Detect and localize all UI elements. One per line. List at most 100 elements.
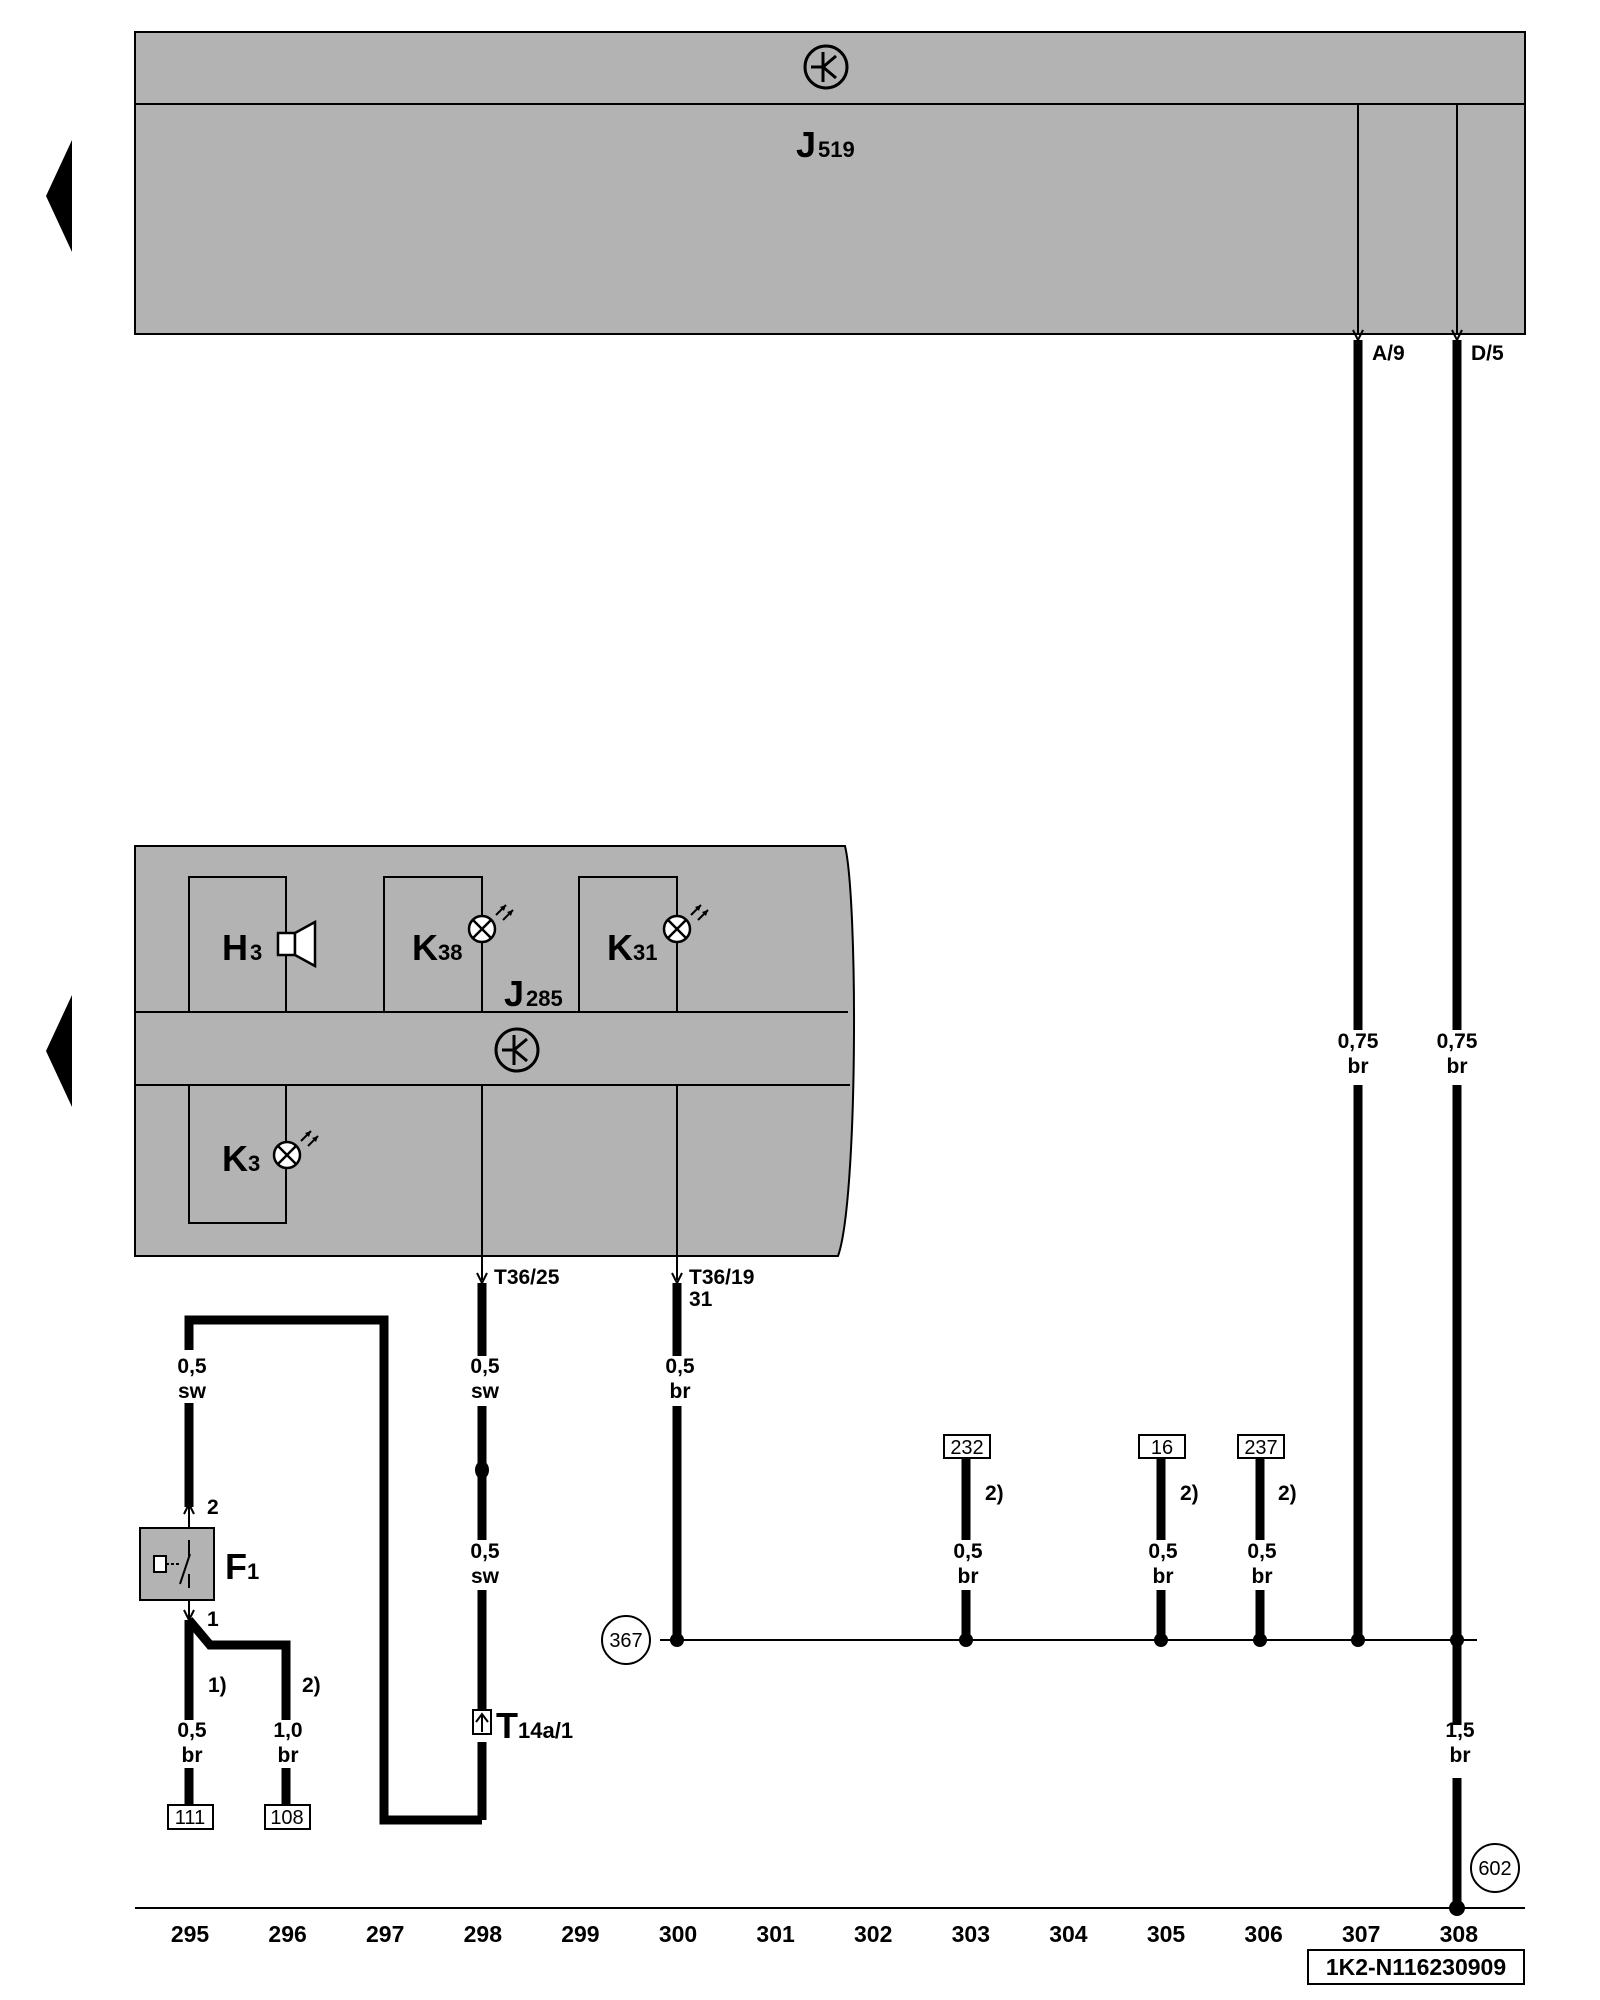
wire-t3625-up-color: sw xyxy=(471,1380,500,1403)
wire-16-size: 0,5 xyxy=(1148,1540,1178,1563)
wire-ground-color: br xyxy=(1450,1744,1471,1767)
wire-232-color: br xyxy=(958,1565,979,1588)
bcm-module-j519: J 519 xyxy=(134,31,1526,335)
wire-a9-size: 0,75 xyxy=(1338,1030,1379,1053)
svg-text:1K2-N116230909: 1K2-N116230909 xyxy=(1326,1954,1506,1980)
wire-t3625-down-color: sw xyxy=(471,1565,500,1588)
current-track-298: 298 xyxy=(464,1921,503,1947)
switch-contact-icon xyxy=(153,1540,191,1588)
k3-label-sub: 3 xyxy=(248,1151,260,1176)
k31-label-sub: 31 xyxy=(633,940,657,965)
current-track-307: 307 xyxy=(1342,1921,1380,1947)
wire-t3625-down-size: 0,5 xyxy=(470,1540,500,1563)
wire-108-color: br xyxy=(278,1744,299,1767)
current-track-300: 300 xyxy=(659,1921,697,1947)
reference-111[interactable]: 111 xyxy=(167,1804,214,1830)
current-track-303: 303 xyxy=(952,1921,990,1947)
current-track-301: 301 xyxy=(756,1921,795,1947)
wire-t3625-up-size: 0,5 xyxy=(470,1355,500,1378)
previous-page-arrow-bottom[interactable] xyxy=(46,995,72,1107)
wire-237-color: br xyxy=(1252,1565,1273,1588)
wire-111-color: br xyxy=(182,1744,203,1767)
current-track-299: 299 xyxy=(561,1921,599,1947)
k31-box xyxy=(578,876,678,1013)
cluster-electronic-control-icon xyxy=(494,1027,540,1073)
connector-t14a-pin1: T 14a/1 xyxy=(472,1705,573,1746)
current-track-305: 305 xyxy=(1147,1921,1186,1947)
wire-f1-color: sw xyxy=(178,1380,207,1403)
note-108: 2) xyxy=(302,1674,321,1697)
note-237: 2) xyxy=(1278,1482,1297,1505)
ground-point-602[interactable]: 602 xyxy=(1470,1843,1520,1893)
svg-text:367: 367 xyxy=(609,1630,642,1652)
previous-page-arrow-top[interactable] xyxy=(46,140,72,252)
current-track-304: 304 xyxy=(1049,1921,1088,1947)
reference-16[interactable]: 16 xyxy=(1138,1434,1186,1459)
reference-237[interactable]: 237 xyxy=(1237,1434,1285,1459)
buzzer-speaker-icon xyxy=(276,919,317,969)
wire-t3619-size: 0,5 xyxy=(665,1355,695,1378)
k3-warning-lamp-icon xyxy=(272,1130,319,1170)
note-232: 2) xyxy=(985,1482,1004,1505)
bcm-label-letter: J xyxy=(796,124,816,165)
note-111: 1) xyxy=(208,1674,227,1697)
cluster-pin-t36-19: T36/19 xyxy=(689,1266,754,1289)
wire-237-size: 0,5 xyxy=(1247,1540,1277,1563)
wire-d5-color: br xyxy=(1447,1055,1468,1078)
svg-text:602: 602 xyxy=(1478,1858,1511,1880)
k38-label-sub: 38 xyxy=(438,940,462,965)
buzzer-label-sub: 3 xyxy=(250,940,262,965)
cluster-label-sub: 285 xyxy=(526,986,563,1011)
bcm-label-sub: 519 xyxy=(818,137,855,162)
wire-d5-size: 0,75 xyxy=(1437,1030,1478,1053)
bcm-pin-d5: D/5 xyxy=(1471,342,1504,365)
f1-pin-top: 2 xyxy=(207,1496,219,1519)
buzzer-label-letter: H xyxy=(222,927,248,968)
instrument-cluster-j285: H 3 K 38 K 31 J xyxy=(134,845,855,1257)
reference-108[interactable]: 108 xyxy=(264,1804,311,1830)
svg-text:232: 232 xyxy=(950,1437,983,1459)
wire-t3619-color: br xyxy=(670,1380,691,1403)
k38-warning-lamp-icon xyxy=(467,904,514,944)
current-track-308: 308 xyxy=(1440,1921,1479,1947)
f1-label-letter: F xyxy=(225,1546,247,1587)
wire-f1-size: 0,5 xyxy=(177,1355,207,1378)
wire-ground-size: 1,5 xyxy=(1445,1719,1475,1742)
wire-232-size: 0,5 xyxy=(953,1540,983,1563)
switch-f1: F 1 2 1 xyxy=(139,1496,259,1631)
current-track-297: 297 xyxy=(366,1921,404,1947)
document-code: 1K2-N116230909 xyxy=(1307,1949,1525,1985)
bcm-pin-a9: A/9 xyxy=(1372,342,1405,365)
wire-a9-color: br xyxy=(1348,1055,1369,1078)
f1-pin-bottom: 1 xyxy=(207,1608,219,1631)
k38-box xyxy=(383,876,483,1013)
svg-text:237: 237 xyxy=(1244,1437,1277,1459)
wire-111-size: 0,5 xyxy=(177,1719,207,1742)
note-16: 2) xyxy=(1180,1482,1199,1505)
electronic-control-symbol-icon xyxy=(803,44,849,90)
ground-point-367[interactable]: 367 xyxy=(601,1615,651,1665)
cluster-pin-t36-19-terminal: 31 xyxy=(689,1288,713,1311)
k3-label-letter: K xyxy=(222,1138,248,1179)
current-track-306: 306 xyxy=(1244,1921,1282,1947)
svg-text:16: 16 xyxy=(1151,1437,1173,1459)
reference-232[interactable]: 232 xyxy=(943,1434,991,1459)
wire-16-color: br xyxy=(1153,1565,1174,1588)
t14a-label-sub: 14a/1 xyxy=(518,1718,573,1743)
wire-junctions xyxy=(475,1461,1465,1916)
svg-text:108: 108 xyxy=(270,1807,303,1829)
current-track-296: 296 xyxy=(268,1921,306,1947)
k38-label-letter: K xyxy=(412,927,438,968)
k31-warning-lamp-icon xyxy=(662,904,709,944)
wire-108-size: 1,0 xyxy=(273,1719,302,1742)
current-track-302: 302 xyxy=(854,1921,892,1947)
t14a-label-letter: T xyxy=(496,1705,518,1746)
current-track-295: 295 xyxy=(171,1921,210,1947)
cluster-pin-t36-25: T36/25 xyxy=(494,1266,560,1289)
k31-label-letter: K xyxy=(607,927,633,968)
svg-text:111: 111 xyxy=(175,1807,205,1829)
current-track-numbers: 295 296 297 298 299 300 301 302 303 304 305 306 307 3… xyxy=(171,1921,1478,1947)
cluster-label-letter: J xyxy=(504,973,524,1014)
f1-label-sub: 1 xyxy=(247,1559,259,1584)
